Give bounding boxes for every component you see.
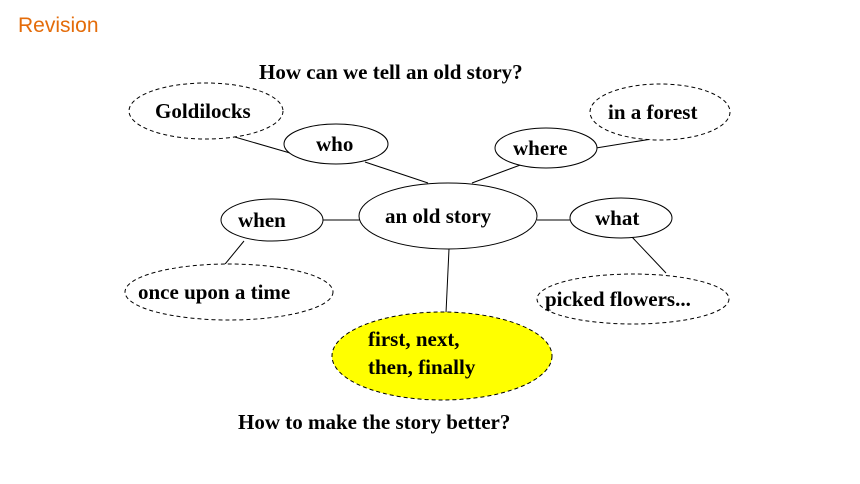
what-label: what	[595, 206, 640, 230]
when-node	[220, 198, 324, 242]
center-label: an old story	[385, 204, 492, 228]
flowers-node	[536, 273, 730, 325]
who-node	[283, 123, 389, 165]
center-node	[358, 182, 538, 250]
section-label: Revision	[18, 14, 99, 37]
bottom-question: How to make the story better?	[238, 410, 511, 434]
forest-label: in a forest	[608, 100, 698, 124]
where-node	[494, 127, 598, 169]
link-what-flowers	[631, 236, 667, 274]
link-where-center	[471, 163, 524, 184]
goldilocks-label: Goldilocks	[155, 99, 251, 123]
sequence-line-2: then, finally	[368, 355, 476, 379]
flowers-label: picked flowers...	[545, 287, 691, 311]
link-who-center	[364, 161, 429, 184]
link-center-sequence	[445, 248, 450, 314]
when-label: when	[238, 208, 286, 232]
who-label: who	[316, 132, 354, 156]
forest-node	[589, 83, 731, 141]
what-node	[569, 197, 673, 239]
time-label: once upon a time	[138, 280, 291, 304]
where-label: where	[513, 136, 568, 160]
time-node	[124, 263, 334, 321]
top-question: How can we tell an old story?	[259, 60, 523, 84]
sequence-node	[331, 311, 553, 401]
sequence-line-1: first, next,	[368, 327, 460, 351]
goldilocks-node	[128, 82, 284, 140]
